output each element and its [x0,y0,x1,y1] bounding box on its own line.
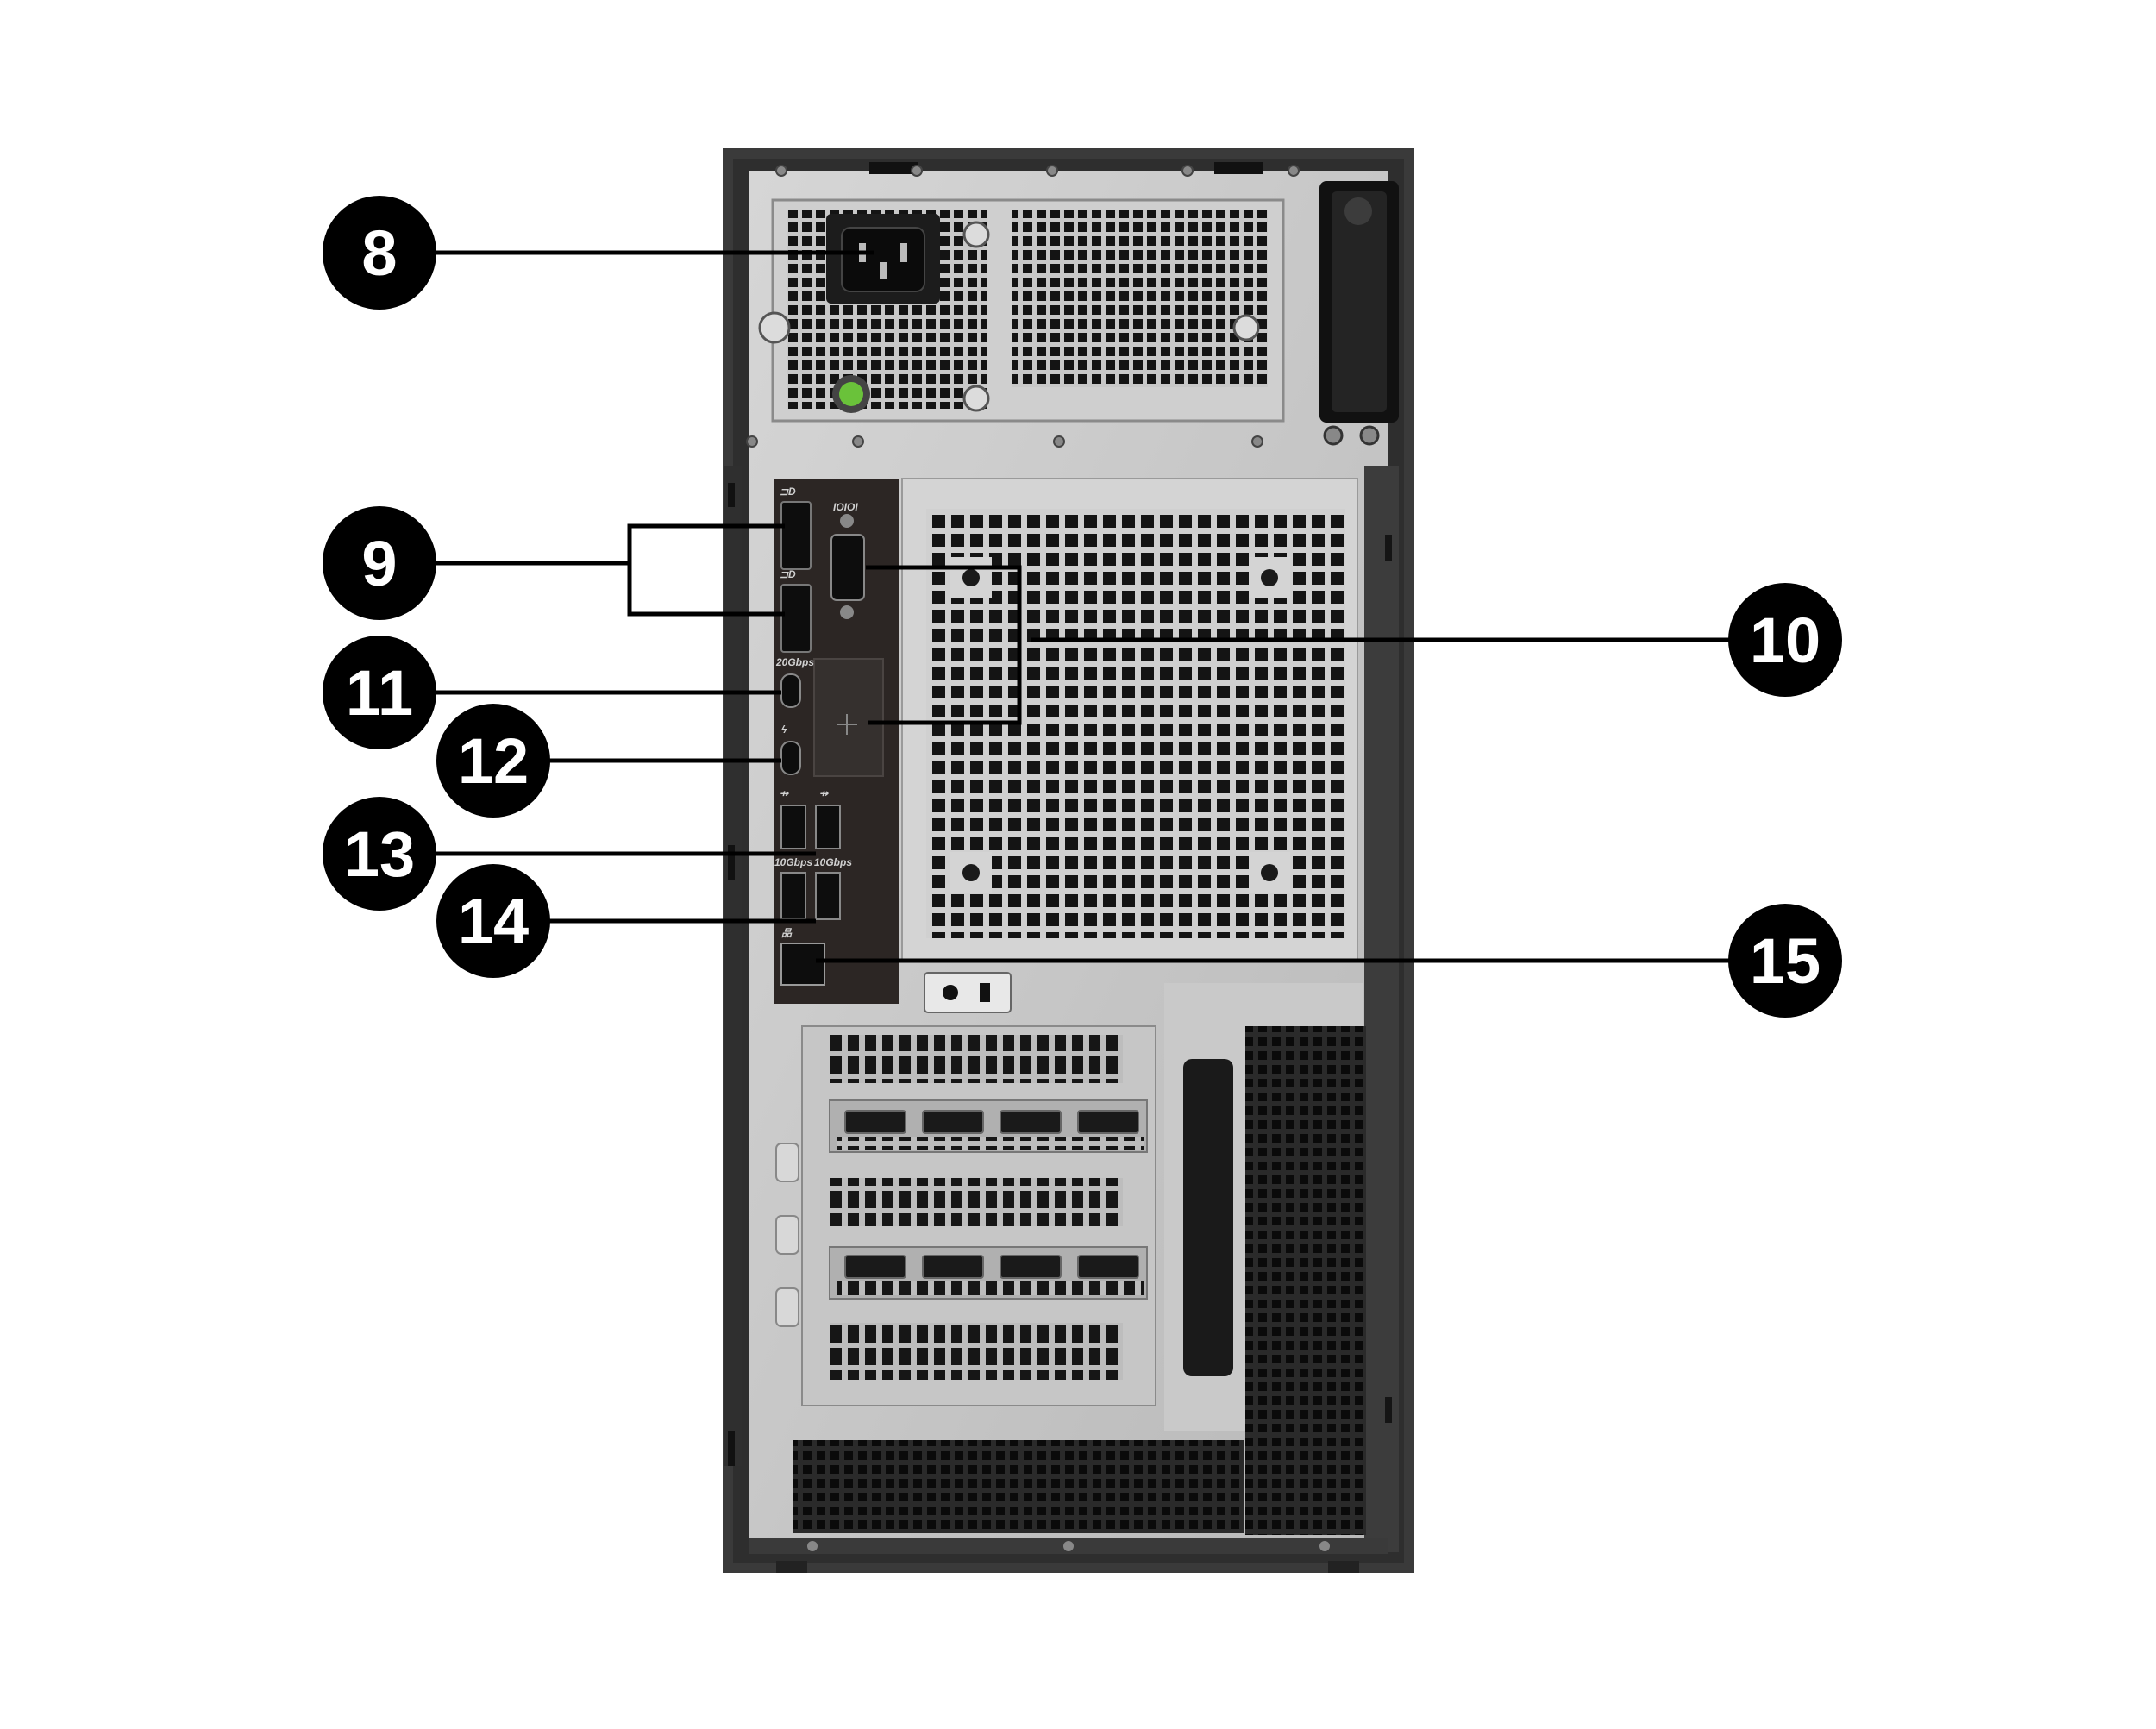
kensington-lock-icon [924,972,1012,1013]
gpu-displayport [922,1255,984,1279]
callout-number: 14 [458,886,529,957]
callout-11: 11 [323,636,436,749]
callout-number: 13 [344,818,415,890]
callout-13: 13 [323,797,436,911]
callout-15: 15 [1728,904,1842,1018]
padlock-ring-icon [1319,181,1399,446]
usb-c-speed-label: 20Gbps [775,656,814,668]
callout-number: 8 [361,217,397,289]
network-icon: 品 [781,927,793,939]
callout-9: 9 [323,506,436,620]
serial-port: IOIOI [830,501,865,619]
callout-circle [323,506,436,620]
rj45-network-port [780,943,825,986]
power-socket-icon [826,214,940,304]
usb-icon: ⇸ [819,787,829,799]
usb-a-port [815,872,841,920]
usb-a-speed-left: 10Gbps [774,856,812,868]
gpu-displayport [922,1110,984,1134]
card-retention-latch [1183,1059,1233,1376]
lower-right-area [1164,983,1366,1535]
gpu-displayport [1000,1110,1062,1134]
callout-circle [323,196,436,310]
callout-number: 15 [1750,925,1821,997]
usb-a-port [815,805,841,849]
optional-module-blank [813,658,884,777]
usb-a-port [780,805,806,849]
callout-group: 8 9 10 11 12 13 14 15 [323,196,1842,1018]
callout-number: 11 [346,657,413,729]
usb-icon: ⇸ [780,787,789,799]
usb-c-20gbps-port [780,673,801,708]
thunderbolt-usb-c-port [780,741,801,775]
io-plate: ⊐D ⊐D IOIOI 20Gbps ϟ ⇸ ⇸ 10Gbps 10Gbps [774,479,899,1004]
displayport-icon: ⊐D [780,568,796,580]
callout-8: 8 [323,196,436,310]
power-supply [758,198,1285,423]
leader-line-9-bracket [627,523,785,617]
psu-vent-right [1012,210,1268,387]
displayport-ports: ⊐D ⊐D [780,485,812,653]
leader-line-10-bracket [866,565,1022,725]
thunderbolt-icon: ϟ [781,724,787,736]
callout-circle [323,797,436,911]
usb-a-port [780,872,806,920]
usb-a-speed-right: 10Gbps [814,856,852,868]
gpu-displayport [1000,1255,1062,1279]
displayport-icon: ⊐D [780,485,796,498]
expansion-slots [775,1025,1156,1406]
callout-number: 10 [1750,605,1821,676]
gpu-displayport [844,1255,906,1279]
power-led [839,382,863,406]
callout-circle [436,864,550,978]
callout-number: 12 [458,725,529,797]
leader-lines [379,250,1768,963]
callout-12: 12 [436,704,550,818]
serial-label: IOIOI [833,501,858,513]
fan-vent [901,478,1358,962]
gpu-displayport [1077,1255,1139,1279]
callout-10: 10 [1728,583,1842,697]
callout-circle [1728,904,1842,1018]
panel-screws [746,165,1300,448]
callout-circle [323,636,436,749]
callout-number: 9 [361,528,397,599]
gpu-displayport [1077,1110,1139,1134]
callout-14: 14 [436,864,550,978]
callout-circle [1728,583,1842,697]
gpu-displayport [844,1110,906,1134]
callout-circle [436,704,550,818]
bottom-vent [749,1440,1388,1554]
side-vent [1245,1026,1366,1535]
